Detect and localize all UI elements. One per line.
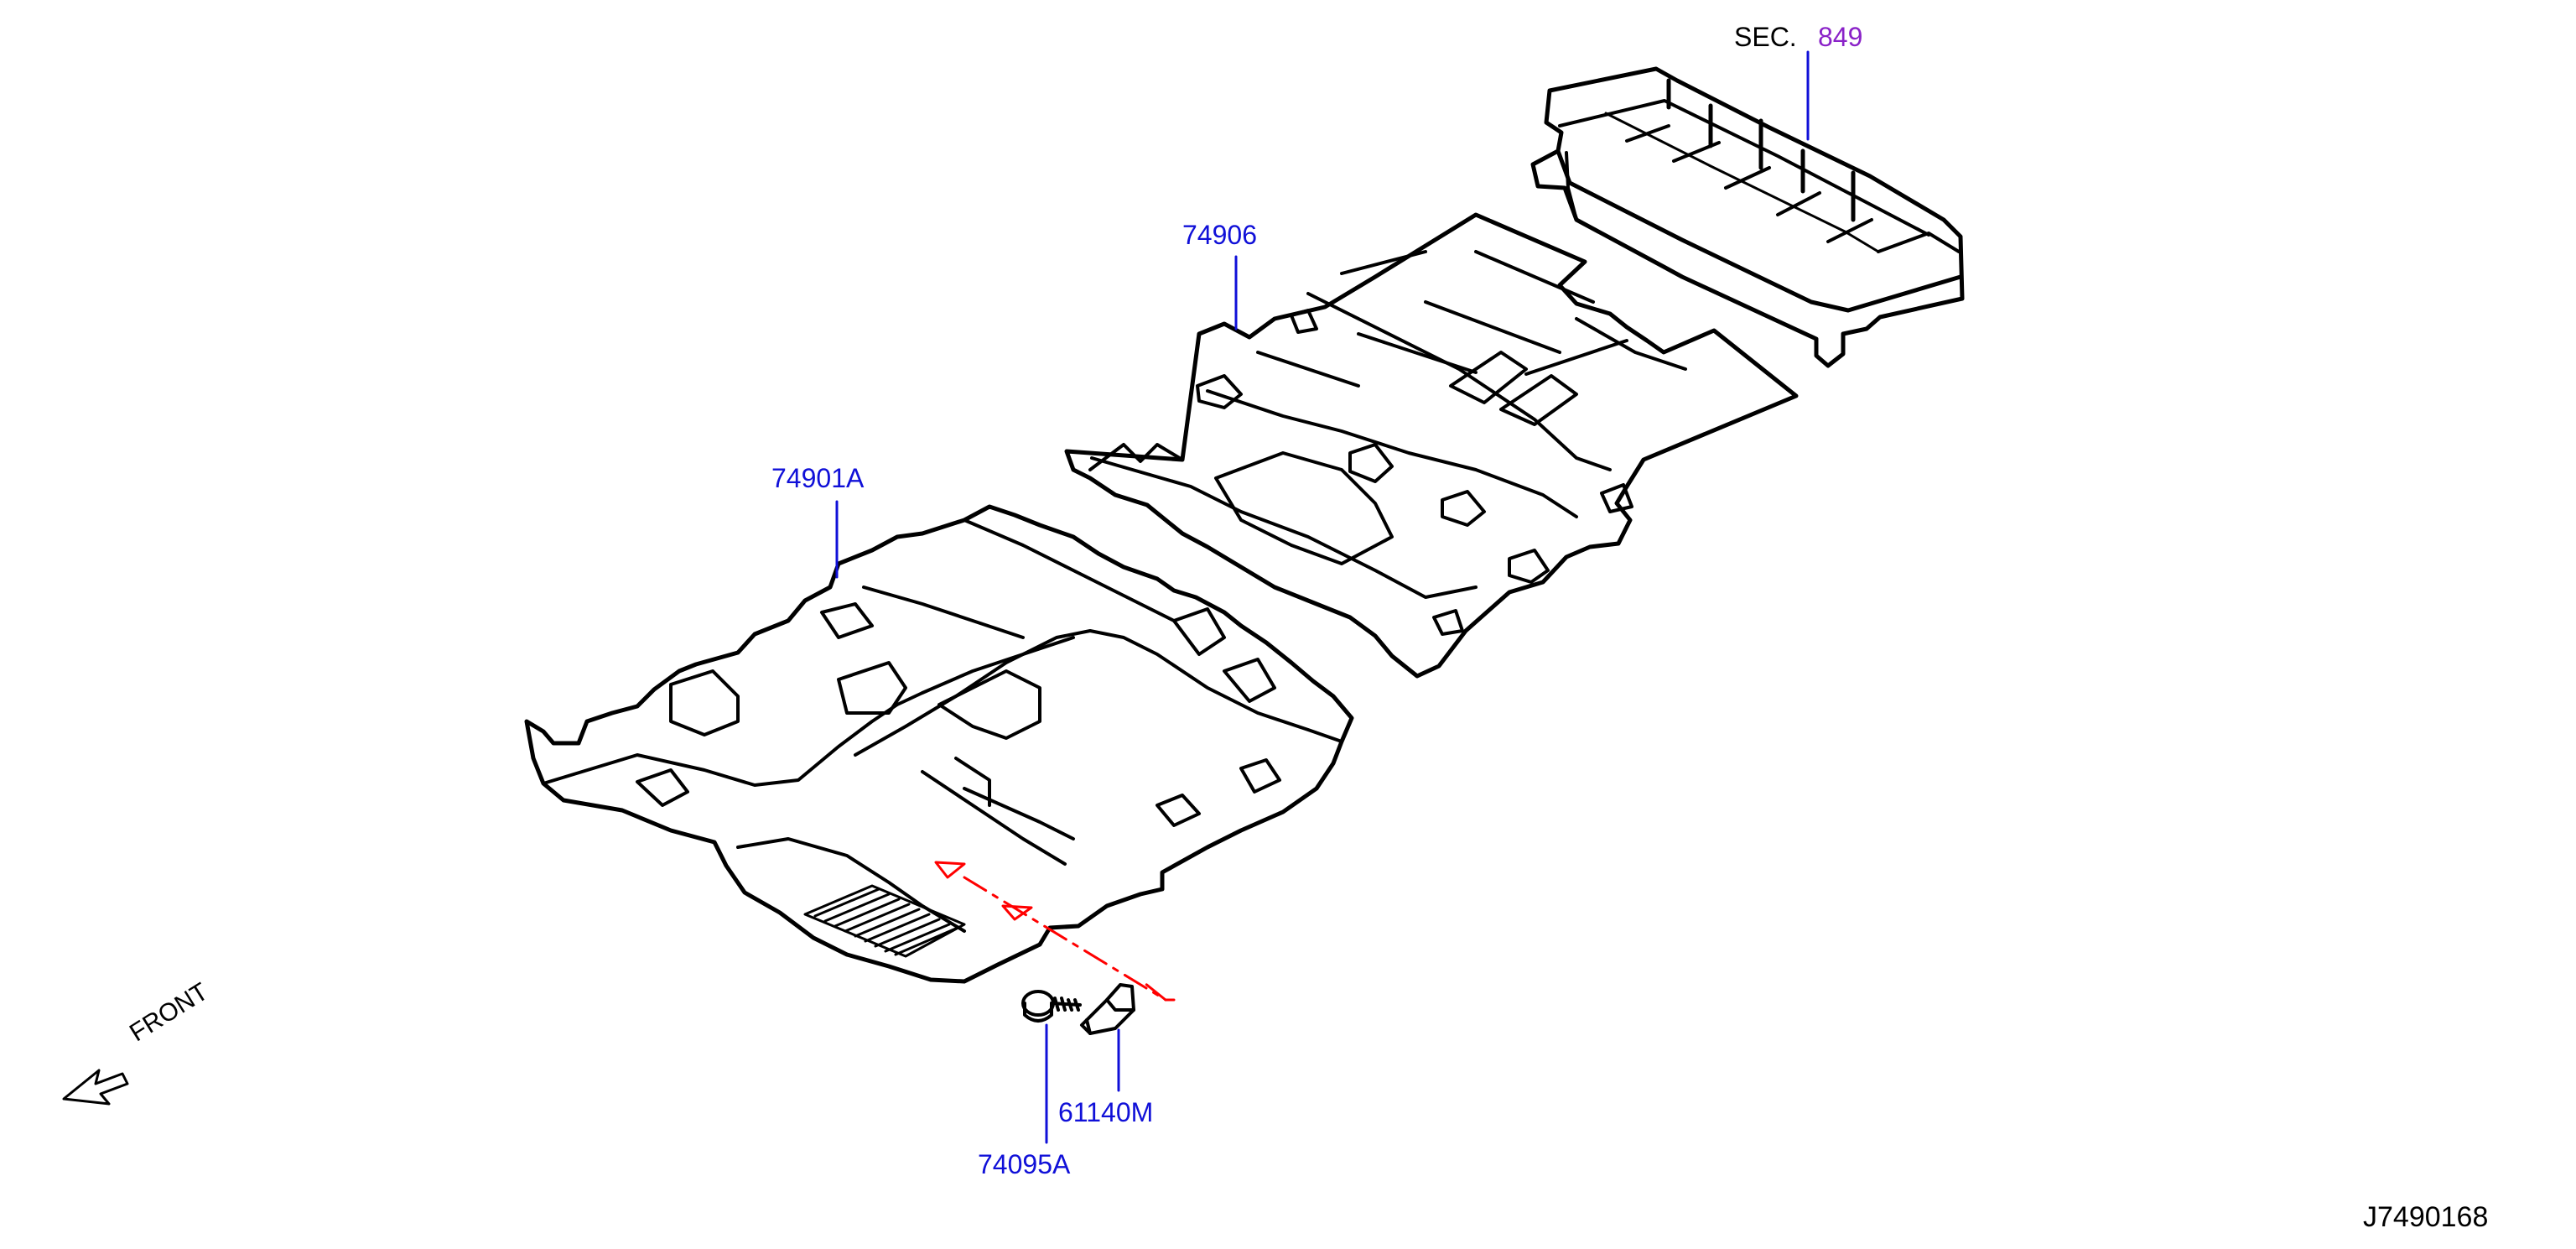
front-arrow-icon bbox=[62, 1069, 129, 1106]
section-prefix: SEC. bbox=[1734, 22, 1797, 52]
part-callout-74901A[interactable]: 74901A bbox=[771, 463, 865, 493]
bracket-61140M bbox=[1080, 983, 1135, 1035]
part-callout-74906[interactable]: 74906 bbox=[1182, 220, 1257, 250]
drawing-id: J7490168 bbox=[2363, 1201, 2489, 1233]
rear-tray-sec-849 bbox=[1530, 66, 1965, 368]
bolt-74095A bbox=[1021, 990, 1082, 1023]
floor-grille bbox=[803, 884, 966, 958]
front-floor-carpet-74901A bbox=[524, 504, 1354, 984]
section-number-link[interactable]: 849 bbox=[1818, 22, 1863, 52]
rear-floor-carpet-74906 bbox=[1064, 212, 1799, 679]
part-callout-74095A[interactable]: 74095A bbox=[978, 1149, 1071, 1179]
phantom-line bbox=[934, 861, 1176, 1002]
part-callout-61140M[interactable]: 61140M bbox=[1058, 1097, 1154, 1127]
